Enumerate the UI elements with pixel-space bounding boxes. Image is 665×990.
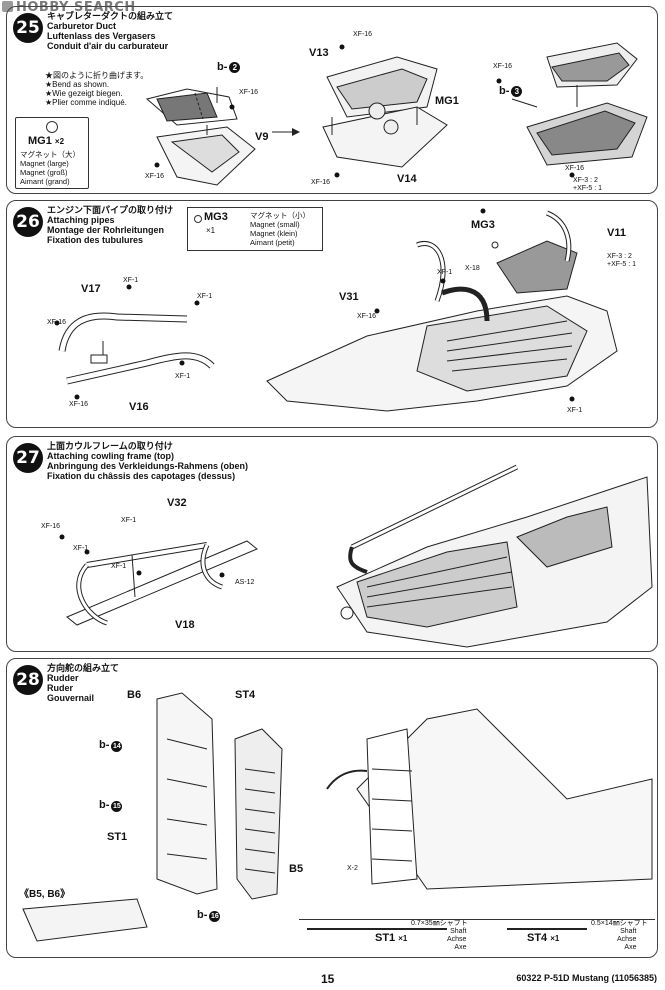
magnet-icon [46,121,58,133]
bend-note: ★図のように折り曲げます。★Bend as shown. ★Wie gezeig… [45,71,149,107]
magnet-box: MG1 ×2 マグネット（大）Magnet (large) Magnet (gr… [15,117,89,189]
step-number: 25 [13,13,43,43]
magnet-box: MG3 ×1 マグネット（小）Magnet (small) Magnet (kl… [187,207,323,251]
step-25-drawing [145,42,648,186]
step-28-drawing [22,692,653,942]
step-26-drawing [54,208,618,412]
step-number: 26 [13,207,43,237]
step-25-panel: 25 キャブレターダクトの組み立て Carburetor Duct Luften… [6,6,658,194]
magnet-icon [194,215,202,223]
step-title: キャブレターダクトの組み立て Carburetor Duct Luftenlas… [47,11,174,51]
step-number: 28 [13,665,43,695]
step-27-drawing [59,464,653,648]
product-code: 60322 P-51D Mustang (11056385) [516,973,657,983]
step-number: 27 [13,443,43,473]
page-number: 15 [321,972,335,986]
watermark: HOBBY SEARCH [2,0,136,15]
watermark-icon [2,1,13,12]
